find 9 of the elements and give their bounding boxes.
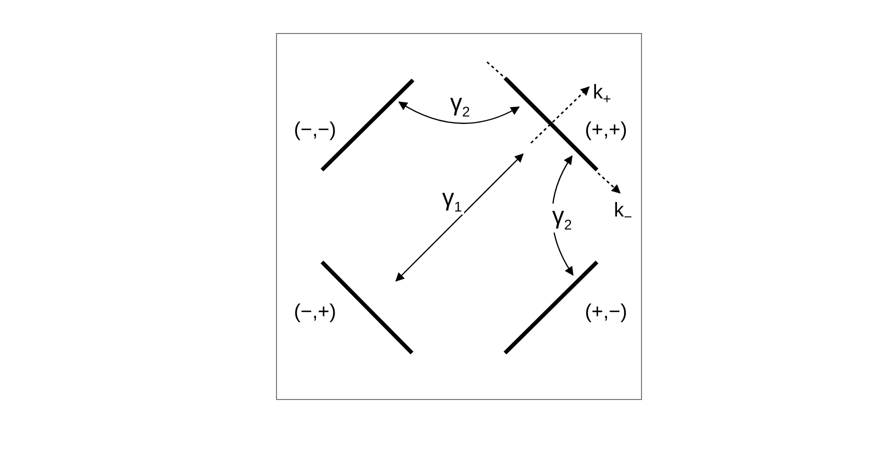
state-label: (+,−) — [584, 302, 628, 322]
state-label: (+,+) — [584, 120, 628, 140]
double-arrow — [398, 101, 520, 124]
state-label: (−,+) — [294, 302, 336, 322]
edge-label: γ$_{2}$ — [550, 204, 574, 232]
state-label: (−,−) — [294, 120, 336, 140]
vector-label: k$_{−}$ — [614, 200, 632, 224]
vector-label: k$_{+}$ — [592, 82, 612, 106]
double-arrow — [395, 153, 524, 282]
